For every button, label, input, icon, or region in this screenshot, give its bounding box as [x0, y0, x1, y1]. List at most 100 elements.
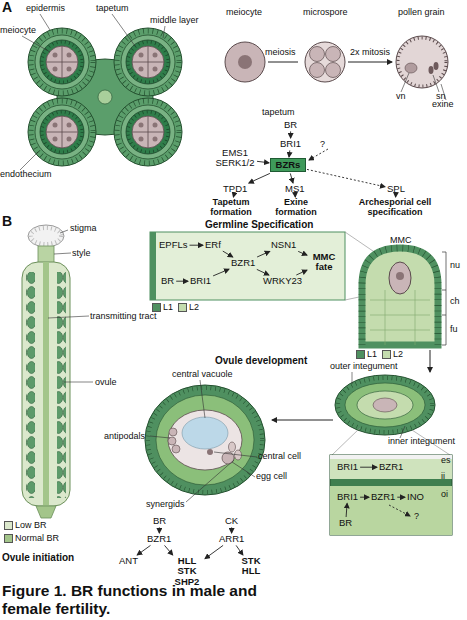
- node-text: Archesporial cell specification: [351, 198, 439, 218]
- panel-letter: A: [2, 0, 12, 15]
- gene-node: ARR1: [218, 534, 245, 544]
- gene-node: BR: [152, 516, 167, 526]
- gene-node: WRKY23: [262, 276, 303, 286]
- legend-swatch: [152, 303, 161, 312]
- part-label: synergids: [146, 500, 185, 510]
- arrow-connector: [231, 527, 232, 533]
- part-label: exine: [432, 100, 454, 110]
- part-label: nu: [450, 261, 460, 271]
- part-label: tapetum: [96, 4, 129, 14]
- anther-lobe: [114, 28, 182, 96]
- section-heading: Ovule development: [215, 355, 307, 366]
- node-text: WRKY23: [263, 276, 302, 286]
- node-text: TPD1: [223, 184, 247, 194]
- bracket: [442, 252, 446, 345]
- node-text: ARR1: [219, 534, 244, 544]
- arrow-connector: [165, 545, 173, 555]
- gene-node: INO: [406, 492, 425, 502]
- part-label: tapetum: [262, 108, 295, 118]
- nucleus: [396, 272, 404, 280]
- nucleus: [238, 55, 252, 69]
- part-label: meiocyte: [226, 8, 262, 18]
- arrow-connector: [257, 269, 269, 275]
- gene-node: BRI1: [336, 462, 359, 472]
- arrow-connector: [290, 131, 291, 138]
- part-label: epidermis: [26, 4, 65, 14]
- stage-arrow: [430, 350, 431, 372]
- microspore-cell: [326, 63, 341, 78]
- gene-node: BZR1: [146, 534, 172, 544]
- arrow-connector: [346, 503, 347, 517]
- sperm-nucleus: [434, 62, 439, 70]
- sperm-nucleus: [429, 66, 434, 74]
- gene-node: ERf: [204, 240, 222, 250]
- antipodal-cell: [169, 428, 177, 436]
- zoom-inset: [330, 455, 452, 535]
- gene-node: EPFLs: [158, 240, 189, 250]
- legend-swatch: [4, 521, 13, 530]
- arrow-connector: [233, 195, 234, 197]
- arrow-connector: [307, 169, 385, 186]
- legend-text: L2: [189, 303, 199, 312]
- zoom-inset: [150, 232, 345, 300]
- arrow-connector: [190, 245, 204, 246]
- gene-node: ANT: [118, 556, 139, 566]
- legend-item: Low BR: [4, 521, 47, 530]
- part-label: egg cell: [256, 472, 287, 482]
- meiocyte-cell: [225, 42, 265, 82]
- dashed-arrow: [389, 505, 410, 516]
- node-text: BZR1: [379, 462, 403, 472]
- gene-node: NSN1: [270, 240, 297, 250]
- gynophore: [36, 506, 56, 518]
- part-label: inner integument: [388, 437, 455, 447]
- gene-node: CK: [224, 516, 239, 526]
- node-text: STK HLL: [241, 556, 261, 577]
- process-box: BZRs: [270, 158, 306, 172]
- legend-swatch: [178, 303, 187, 312]
- node-text: BR: [284, 120, 297, 130]
- arrow-connector: [289, 150, 291, 157]
- arrow-connector: [159, 527, 160, 533]
- leader-line: [48, 230, 93, 382]
- gene-node: EMS1 SERK1/2: [214, 148, 256, 169]
- arrow-connector: [296, 270, 307, 275]
- stigma: [28, 225, 64, 247]
- node-text: ANT: [119, 556, 138, 566]
- vegetative-nucleus: [405, 63, 417, 73]
- legend-text: L1: [163, 303, 173, 312]
- part-label: central cell: [258, 452, 301, 462]
- gene-node: MMC fate: [308, 252, 340, 273]
- arrow-connector: [360, 467, 377, 468]
- part-label: ?: [414, 512, 419, 522]
- vascular-bundle: [98, 90, 112, 104]
- part-label: outer integument: [330, 362, 398, 372]
- leader-line: [20, 14, 165, 170]
- part-label: ch: [450, 297, 460, 307]
- part-label: pollen grain: [398, 8, 445, 18]
- legend-text: Low BR: [15, 521, 47, 530]
- gene-node: Exine formation: [268, 198, 324, 218]
- part-label: microspore: [303, 8, 348, 18]
- node-text: BZR1: [371, 492, 395, 502]
- arrow-connector: [397, 497, 405, 498]
- gene-node: MS1: [284, 184, 306, 194]
- legend-swatch: [356, 350, 365, 359]
- panel-letter: B: [2, 214, 12, 229]
- node-text: ERf: [205, 240, 221, 250]
- part-label: fu: [450, 325, 458, 335]
- l1-layer: [150, 232, 156, 300]
- node-text: BRI1: [337, 462, 358, 472]
- outer-integument: [145, 385, 265, 495]
- gene-node: BRI1: [336, 492, 359, 502]
- node-text: BRI1: [280, 139, 301, 149]
- legend-text: Normal BR: [15, 534, 59, 543]
- node-text: EPFLs: [159, 240, 188, 250]
- leader-line: [150, 380, 257, 502]
- legend-item: L1: [356, 350, 377, 359]
- gene-node: BRI1: [189, 276, 212, 286]
- synergid-cell: [229, 442, 236, 452]
- embryo-sac-band: [330, 455, 452, 459]
- gene-node: BZR1: [370, 492, 396, 502]
- node-text: Tapetum formation: [201, 198, 261, 218]
